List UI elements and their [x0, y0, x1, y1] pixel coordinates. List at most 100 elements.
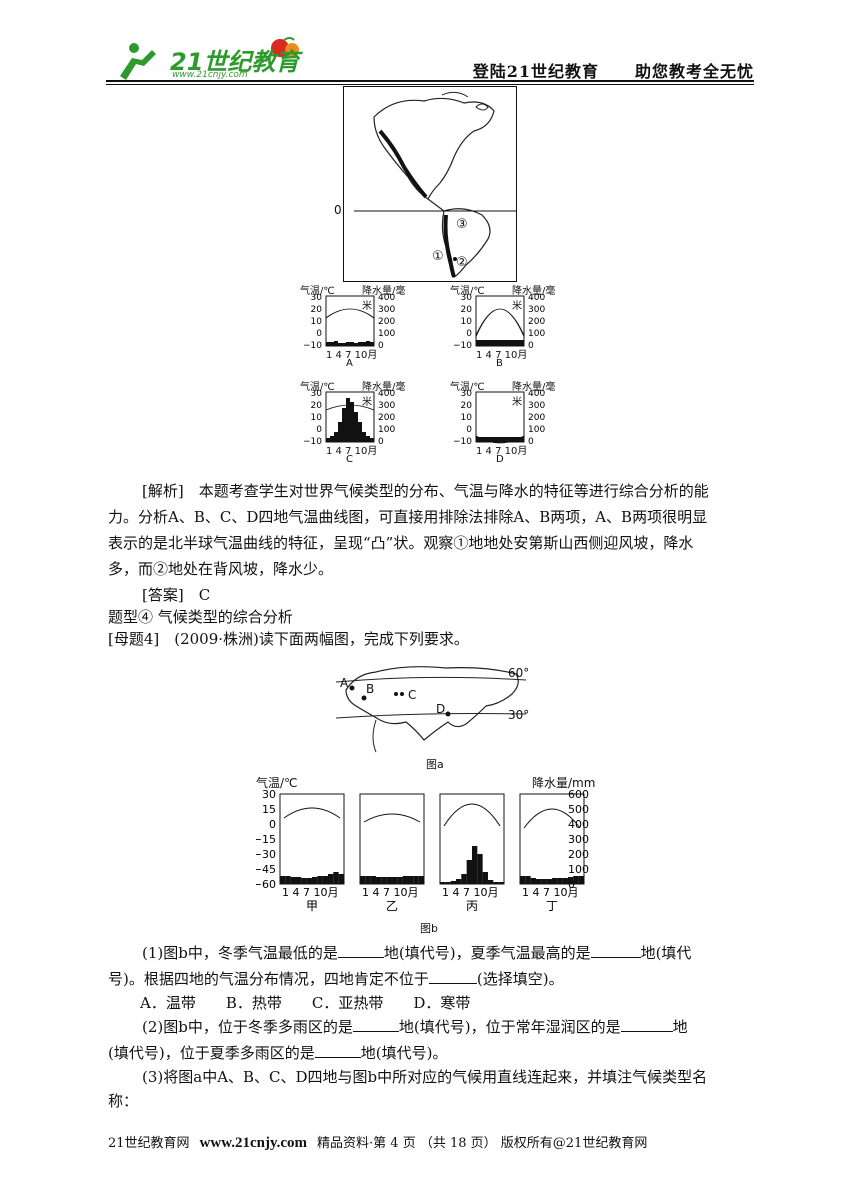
fig-b-month-ticks: 1 4 7 10月	[282, 886, 338, 899]
precip-tick-label: 0	[378, 341, 384, 351]
fig-b-precip-bar	[477, 854, 483, 884]
fig-a-label-d: D	[436, 702, 446, 716]
precip-bar	[512, 340, 516, 346]
precip-bar	[508, 437, 512, 442]
precip-axis-title: 降水量/毫米	[362, 382, 406, 408]
fig-b-caption: 图b	[420, 922, 438, 935]
temp-axis-title: 气温/℃	[450, 382, 485, 393]
answer-line: [答案] C	[142, 586, 211, 604]
question-2-line-1: (2)图b中，位于冬季多雨区的是地(填代号)，位于常年湿润区的是地	[142, 1018, 688, 1036]
logo-graphic	[120, 37, 299, 80]
fig-b-precip-bar	[381, 877, 387, 884]
precip-tick-label: 300	[378, 305, 395, 315]
precip-bar	[484, 437, 488, 442]
precip-axis-title: 降水量/毫米	[512, 382, 556, 408]
q1-blank-2[interactable]	[590, 957, 641, 958]
temp-axis-title: 气温/℃	[450, 286, 485, 297]
fig-b-panel-label: 甲	[306, 899, 318, 913]
temp-tick-label: 0	[316, 329, 322, 339]
precip-tick-label: 100	[378, 329, 395, 339]
q1-blank-1[interactable]	[337, 957, 384, 958]
fig-b-precip-bar	[397, 877, 403, 884]
fig-b-precip-bar	[386, 877, 392, 884]
footer-site: 21世纪教育网	[108, 1136, 190, 1151]
fig-a-lat-60: 60°	[508, 666, 530, 680]
footer-url[interactable]: www.21cnjy.com	[199, 1135, 308, 1151]
precip-bar	[492, 437, 496, 442]
chart-label: A	[346, 358, 353, 369]
fig-b-precip-bar	[535, 879, 542, 884]
month-ticks: 1 4 7 10月	[476, 446, 528, 457]
q1-blank-3[interactable]	[428, 983, 477, 984]
temp-tick-label: 30	[461, 390, 473, 399]
fig-b-precip-bar	[466, 860, 472, 884]
fig-b-precip-bar	[573, 876, 579, 884]
chart-label: B	[496, 358, 503, 369]
fig-b-precip-bar	[418, 876, 424, 884]
precip-bar	[366, 341, 370, 346]
month-ticks: 1 4 7 10月	[476, 350, 528, 361]
q2-blank-1[interactable]	[352, 1031, 399, 1032]
temp-tick-label: −10	[453, 341, 472, 351]
precip-bar	[476, 437, 480, 442]
fig-b-precip-bar	[306, 878, 312, 884]
fig-b-precip-bar	[285, 876, 291, 884]
point-2-label: ②	[456, 255, 468, 270]
question-intro: [母题4] (2009·株洲)读下面两幅图，完成下列要求。	[108, 630, 469, 648]
temp-tick-label: 20	[311, 305, 323, 315]
precip-tick-label: 100	[528, 329, 545, 339]
slogan-left: 登陆21世纪教育	[472, 62, 599, 81]
precip-tick-label: 0	[378, 437, 384, 447]
precip-bar	[342, 343, 346, 346]
precip-bar	[326, 342, 330, 346]
fig-b-temp-curve	[523, 808, 581, 829]
section-heading: 题型④ 气候类型的综合分析	[108, 608, 293, 626]
site-logo[interactable]: 21世纪教育 www.21cnjy.com	[112, 36, 312, 84]
precip-bar	[346, 342, 350, 346]
temp-tick-label: 30	[461, 294, 473, 303]
precip-bar	[354, 343, 358, 346]
precip-bar	[516, 340, 520, 346]
fig-b-precip-bar	[413, 876, 419, 884]
precip-tick-label: 200	[528, 413, 545, 423]
temp-curve	[325, 308, 375, 319]
fig-b-precip-bar	[327, 874, 334, 884]
point-3-label: ③	[456, 217, 468, 232]
fig-b-precip-bar	[520, 876, 526, 884]
fig-b-precip-tick: 400	[568, 818, 589, 831]
temp-tick-label: 10	[461, 317, 473, 327]
page-footer: 21世纪教育网 www.21cnjy.com 精品资料·第 4 页 （共 18 页）…	[108, 1132, 647, 1152]
precip-bar	[330, 342, 334, 346]
temp-tick-label: 20	[461, 401, 473, 411]
precip-bar	[512, 437, 516, 442]
precip-tick-label: 100	[378, 425, 395, 435]
fig-b-temp-tick: −15	[256, 833, 276, 846]
temp-axis-title: 气温/℃	[300, 382, 335, 393]
question-1-line-1: (1)图b中，冬季气温最低的是地(填代号)，夏季气温最高的是地(填代	[142, 944, 692, 962]
precip-bar	[520, 340, 524, 346]
q2-blank-3[interactable]	[314, 1057, 361, 1058]
fig-b-temp-tick: 0	[269, 818, 276, 831]
precip-tick-label: 300	[378, 401, 395, 411]
header-divider	[106, 80, 754, 82]
fig-b-precip-tick: 200	[568, 848, 589, 861]
precip-tick-label: 300	[528, 401, 545, 411]
fig-a-label-b: B	[366, 682, 375, 696]
fig-b-precip-bar	[445, 882, 451, 884]
precip-bar	[334, 432, 338, 442]
fig-b-panel-frame	[359, 793, 425, 885]
precip-bar	[520, 437, 524, 442]
q2-blank-2[interactable]	[620, 1031, 673, 1032]
precip-bar	[350, 402, 354, 442]
fig-b-precip-bar	[370, 876, 376, 884]
analysis-line-1: [解析] 本题考查学生对世界气候类型的分布、气温与降水的特征等进行综合分析的能	[142, 482, 709, 500]
precip-tick-label: 200	[378, 413, 395, 423]
slogan-right: 助您教考全无忧	[634, 62, 754, 81]
chart-label: D	[496, 454, 504, 465]
fig-b-precip-bar	[360, 876, 366, 884]
precip-bar	[504, 340, 508, 346]
footer-info: 精品资料·第 4 页 （共 18 页） 版权所有@21世纪教育网	[317, 1136, 648, 1151]
